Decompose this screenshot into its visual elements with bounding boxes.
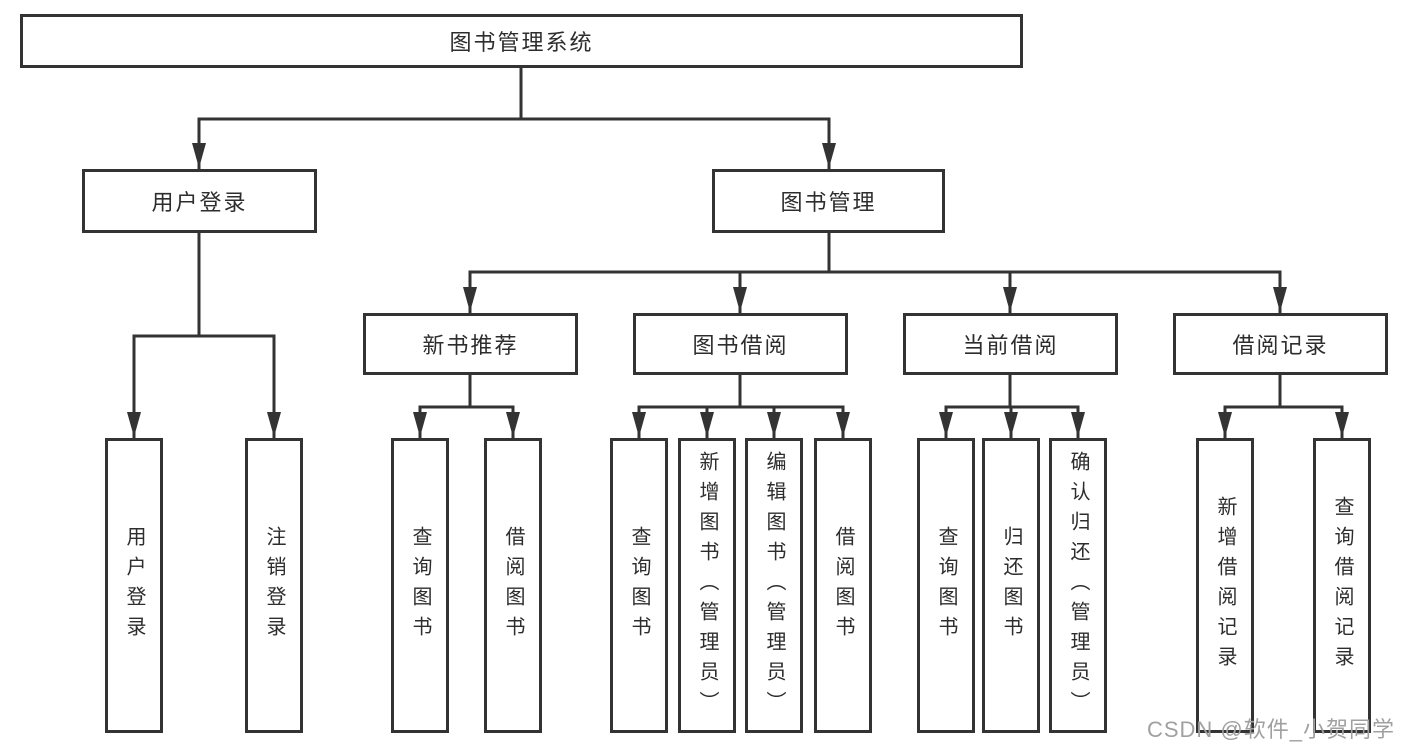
leaf-bb-borrow-books: 借阅图书	[814, 438, 872, 733]
node-label: 用户登录	[151, 190, 248, 215]
leaf-label: 归还图书	[1000, 525, 1022, 646]
leaf-label: 查询借阅记录	[1331, 495, 1353, 676]
node-label: 借阅记录	[1232, 333, 1329, 358]
leaf-cb-query-books: 查询图书	[917, 438, 975, 733]
node-borrowing-records: 借阅记录	[1173, 313, 1388, 375]
leaf-nb-query-books: 查询图书	[391, 438, 449, 733]
trunk-book-borrowing	[637, 371, 845, 409]
leaf-label: 借阅图书	[832, 525, 854, 646]
node-book-borrowing: 图书借阅	[633, 313, 848, 375]
leaf-label: 新增借阅记录	[1214, 495, 1236, 676]
leaf-label: 查询图书	[628, 525, 650, 646]
leaf-bb-query-books: 查询图书	[610, 438, 668, 733]
leaf-user-login: 用户登录	[105, 438, 163, 733]
node-label: 图书借阅	[692, 333, 789, 358]
trunk-user-login	[132, 231, 276, 338]
trunk-new-book	[418, 371, 515, 409]
leaf-label: 编辑图书（管理员）	[763, 450, 785, 721]
node-label: 图书管理系统	[449, 30, 594, 55]
node-book-management: 图书管理	[712, 169, 945, 233]
trunk-book-management	[468, 231, 1282, 274]
node-label: 新书推荐	[422, 333, 519, 358]
leaf-br-add-record: 新增借阅记录	[1196, 438, 1254, 733]
node-user-login: 用户登录	[82, 169, 317, 233]
leaf-bb-edit-books-admin: 编辑图书（管理员）	[745, 438, 803, 733]
trunk-borrowing-records	[1223, 371, 1344, 409]
leaf-bb-add-books-admin: 新增图书（管理员）	[678, 438, 736, 733]
node-current-borrowing: 当前借阅	[903, 313, 1118, 375]
watermark: CSDN @软件_小贺同学	[1146, 717, 1395, 742]
leaf-label: 确认归还（管理员）	[1067, 450, 1089, 721]
leaf-br-query-record: 查询借阅记录	[1313, 438, 1371, 733]
node-library-management-system: 图书管理系统	[20, 14, 1023, 68]
leaf-cb-return-books: 归还图书	[982, 438, 1040, 733]
node-label: 图书管理	[780, 190, 877, 215]
node-new-book-recommendation: 新书推荐	[363, 313, 578, 375]
trunk-current-borrowing	[944, 371, 1080, 409]
leaf-label: 借阅图书	[502, 525, 524, 646]
leaf-label: 查询图书	[409, 525, 431, 646]
leaf-label: 查询图书	[935, 525, 957, 646]
leaf-label: 注销登录	[263, 525, 285, 646]
leaf-label: 新增图书（管理员）	[696, 450, 718, 721]
leaf-cb-confirm-return-admin: 确认归还（管理员）	[1049, 438, 1107, 733]
leaf-nb-borrow-books: 借阅图书	[484, 438, 542, 733]
node-label: 当前借阅	[962, 333, 1059, 358]
leaf-logout: 注销登录	[245, 438, 303, 733]
trunk-root	[197, 66, 831, 121]
leaf-label: 用户登录	[123, 525, 145, 646]
